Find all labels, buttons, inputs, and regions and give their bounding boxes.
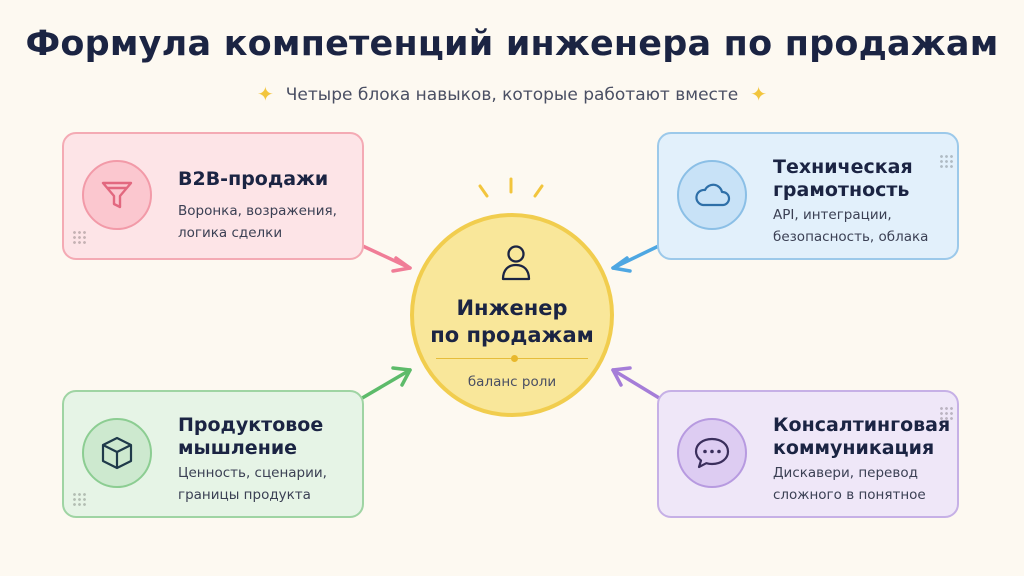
decorative-dots: [939, 406, 953, 420]
center-rays: [478, 177, 544, 198]
subtitle-text: Четыре блока навыков, которые работают в…: [285, 85, 739, 105]
decorative-dots: [939, 154, 953, 168]
center-node: Инженер по продажам баланс роли: [410, 213, 614, 417]
block-product-thinking: Продуктовое мышление Ценность, сценарии,…: [62, 390, 364, 518]
page-title: Формула компетенций инженера по продажам: [25, 24, 999, 64]
center-divider-dot: [511, 355, 518, 362]
sparkle-icon-right: ✦: [750, 82, 768, 106]
block-description: Воронка, возражения, логика сделки: [178, 203, 337, 241]
block-b2b-sales: B2B-продажи Воронка, возражения, логика …: [62, 132, 364, 260]
cloud-icon: [677, 160, 747, 230]
block-description: API, интеграции, безопасность, облака: [773, 207, 929, 245]
block-title: Консалтинговая коммуникация: [773, 414, 951, 459]
cube-icon: [82, 418, 152, 488]
funnel-icon: [82, 160, 152, 230]
ray-left: [478, 184, 489, 198]
decorative-dots: [72, 492, 86, 506]
center-title: Инженер по продажам: [430, 296, 594, 347]
block-title: B2B-продажи: [178, 168, 329, 190]
speech-bubble-icon: [677, 418, 747, 488]
ray-right: [533, 184, 544, 198]
decorative-dots: [72, 230, 86, 244]
block-description: Дискавери, перевод сложного в понятное: [773, 465, 926, 503]
block-title: Техническая грамотность: [773, 156, 913, 201]
sparkle-icon-left: ✦: [256, 82, 274, 106]
center-subtitle: баланс роли: [467, 374, 557, 390]
page-subtitle: ✦ Четыре блока навыков, которые работают …: [0, 82, 1024, 106]
block-technical-literacy: Техническая грамотность API, интеграции,…: [657, 132, 959, 260]
block-consulting-communication: Консалтинговая коммуникация Дискавери, п…: [657, 390, 959, 518]
block-title: Продуктовое мышление: [178, 414, 324, 459]
person-icon: [501, 245, 531, 281]
block-description: Ценность, сценарии, границы продукта: [178, 465, 327, 503]
